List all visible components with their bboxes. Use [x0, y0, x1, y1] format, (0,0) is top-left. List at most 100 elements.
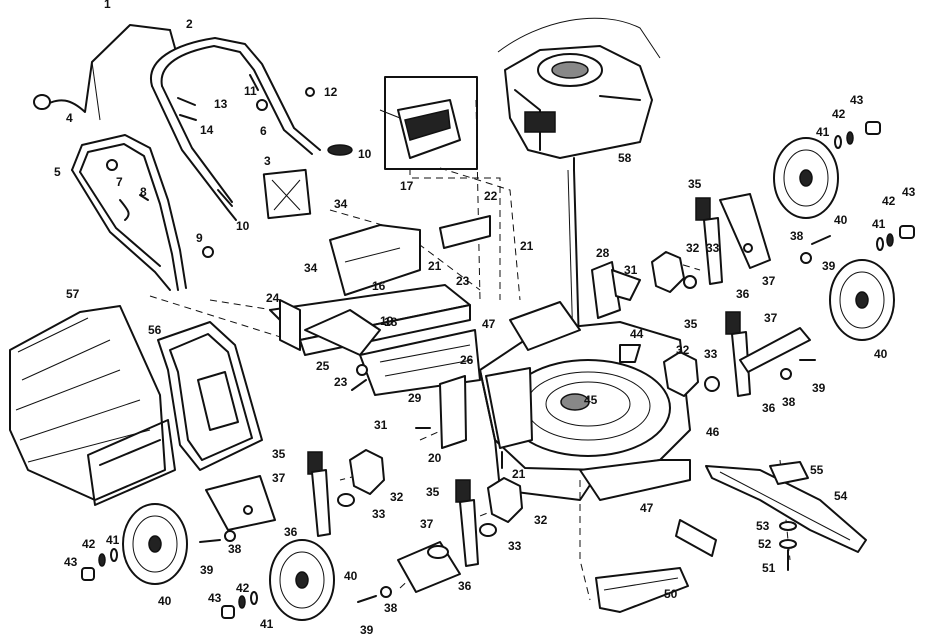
part-label-37: 37: [420, 517, 434, 531]
part-label-35: 35: [426, 485, 440, 499]
engine: [497, 17, 661, 381]
part-label-57: 57: [66, 287, 80, 301]
part-label-56: 56: [148, 323, 162, 337]
part-label-17: 17: [400, 179, 414, 193]
part-label-12: 12: [324, 85, 338, 99]
part-label-42: 42: [236, 581, 250, 595]
part-label-34: 34: [334, 197, 348, 211]
part-label-13: 13: [214, 97, 228, 111]
part-label-40: 40: [158, 594, 172, 608]
part-label-42: 42: [82, 537, 96, 551]
upper-handle: [149, 37, 321, 221]
handle-hardware: [119, 74, 353, 221]
part-label-32: 32: [534, 513, 548, 527]
wheel-rear-left: [122, 503, 188, 585]
rear-door-assembly: [269, 215, 491, 396]
part-label-41: 41: [106, 533, 120, 547]
part-label-23: 23: [334, 375, 348, 389]
lower-handle: [71, 134, 214, 291]
part-label-39: 39: [360, 623, 374, 637]
part-label-5: 5: [54, 165, 61, 179]
part-label-32: 32: [676, 343, 690, 357]
part-label-29: 29: [408, 391, 422, 405]
part-label-6: 6: [260, 124, 267, 138]
part-label-28: 28: [596, 246, 610, 260]
part-label-2: 2: [186, 17, 193, 31]
part-label-25: 25: [316, 359, 330, 373]
catcher-frame: [157, 321, 263, 471]
part-label-9: 9: [196, 231, 203, 245]
rear-baffle: [595, 519, 717, 613]
part-label-36: 36: [762, 401, 776, 415]
part-label-43: 43: [902, 185, 916, 199]
part-label-41: 41: [260, 617, 274, 631]
part-label-33: 33: [706, 241, 720, 255]
part-label-45: 45: [584, 393, 598, 407]
wheel-hardware: [81, 121, 915, 619]
part-label-38: 38: [782, 395, 796, 409]
part-label-41: 41: [872, 217, 886, 231]
part-label-51: 51: [762, 561, 776, 575]
height-adjuster-front-right: [725, 311, 811, 397]
part-label-24: 24: [266, 291, 280, 305]
part-label-21: 21: [512, 467, 526, 481]
wheel-rear-right: [773, 137, 839, 219]
part-label-35: 35: [272, 447, 286, 461]
part-label-46: 46: [706, 425, 720, 439]
part-label-18: 18: [384, 315, 398, 329]
part-label-43: 43: [850, 93, 864, 107]
part-label-3: 3: [264, 154, 271, 168]
catcher-bag: [9, 305, 176, 506]
part-label-38: 38: [384, 601, 398, 615]
part-label-39: 39: [200, 563, 214, 577]
part-label-16: 16: [372, 279, 386, 293]
part-label-22: 22: [484, 189, 498, 203]
part-label-42: 42: [832, 107, 846, 121]
part-label-19: 19: [380, 314, 394, 328]
part-label-26: 26: [460, 353, 474, 367]
part-label-31: 31: [374, 418, 388, 432]
mower-deck: [479, 301, 691, 501]
part-label-54: 54: [834, 489, 848, 503]
part-label-11: 11: [244, 84, 257, 98]
gear-plates: [337, 251, 720, 537]
part-label-21: 21: [520, 239, 534, 253]
deck-side-plates: [439, 261, 641, 449]
height-adjuster-left-front: [397, 479, 479, 593]
part-label-23: 23: [456, 274, 470, 288]
part-label-21: 21: [428, 259, 442, 273]
part-label-32: 32: [390, 490, 404, 504]
control-plate: [262, 168, 312, 220]
part-label-37: 37: [762, 274, 776, 288]
part-label-36: 36: [736, 287, 750, 301]
part-label-10: 10: [358, 147, 372, 161]
part-label-40: 40: [834, 213, 848, 227]
part-label-52: 52: [758, 537, 772, 551]
part-label-39: 39: [822, 259, 836, 273]
part-label-41: 41: [816, 125, 830, 139]
part-label-43: 43: [64, 555, 78, 569]
part-label-42: 42: [882, 194, 896, 208]
part-label-38: 38: [228, 542, 242, 556]
part-label-47: 47: [640, 501, 654, 515]
part-label-35: 35: [684, 317, 698, 331]
part-label-33: 33: [372, 507, 386, 521]
control-box-17: [379, 76, 478, 170]
part-label-37: 37: [272, 471, 286, 485]
part-label-50: 50: [664, 587, 678, 601]
height-adjuster-rear-right: [695, 193, 771, 285]
part-label-7: 7: [116, 175, 123, 189]
part-label-33: 33: [508, 539, 522, 553]
part-label-38: 38: [790, 229, 804, 243]
part-label-47: 47: [482, 317, 496, 331]
part-label-34: 34: [304, 261, 318, 275]
part-label-40: 40: [344, 569, 358, 583]
wheel-front-right: [829, 259, 895, 341]
part-label-44: 44: [630, 327, 644, 341]
blade-assembly: [705, 461, 867, 571]
part-label-31: 31: [624, 263, 638, 277]
part-label-40: 40: [874, 347, 888, 361]
part-label-14: 14: [200, 123, 214, 137]
